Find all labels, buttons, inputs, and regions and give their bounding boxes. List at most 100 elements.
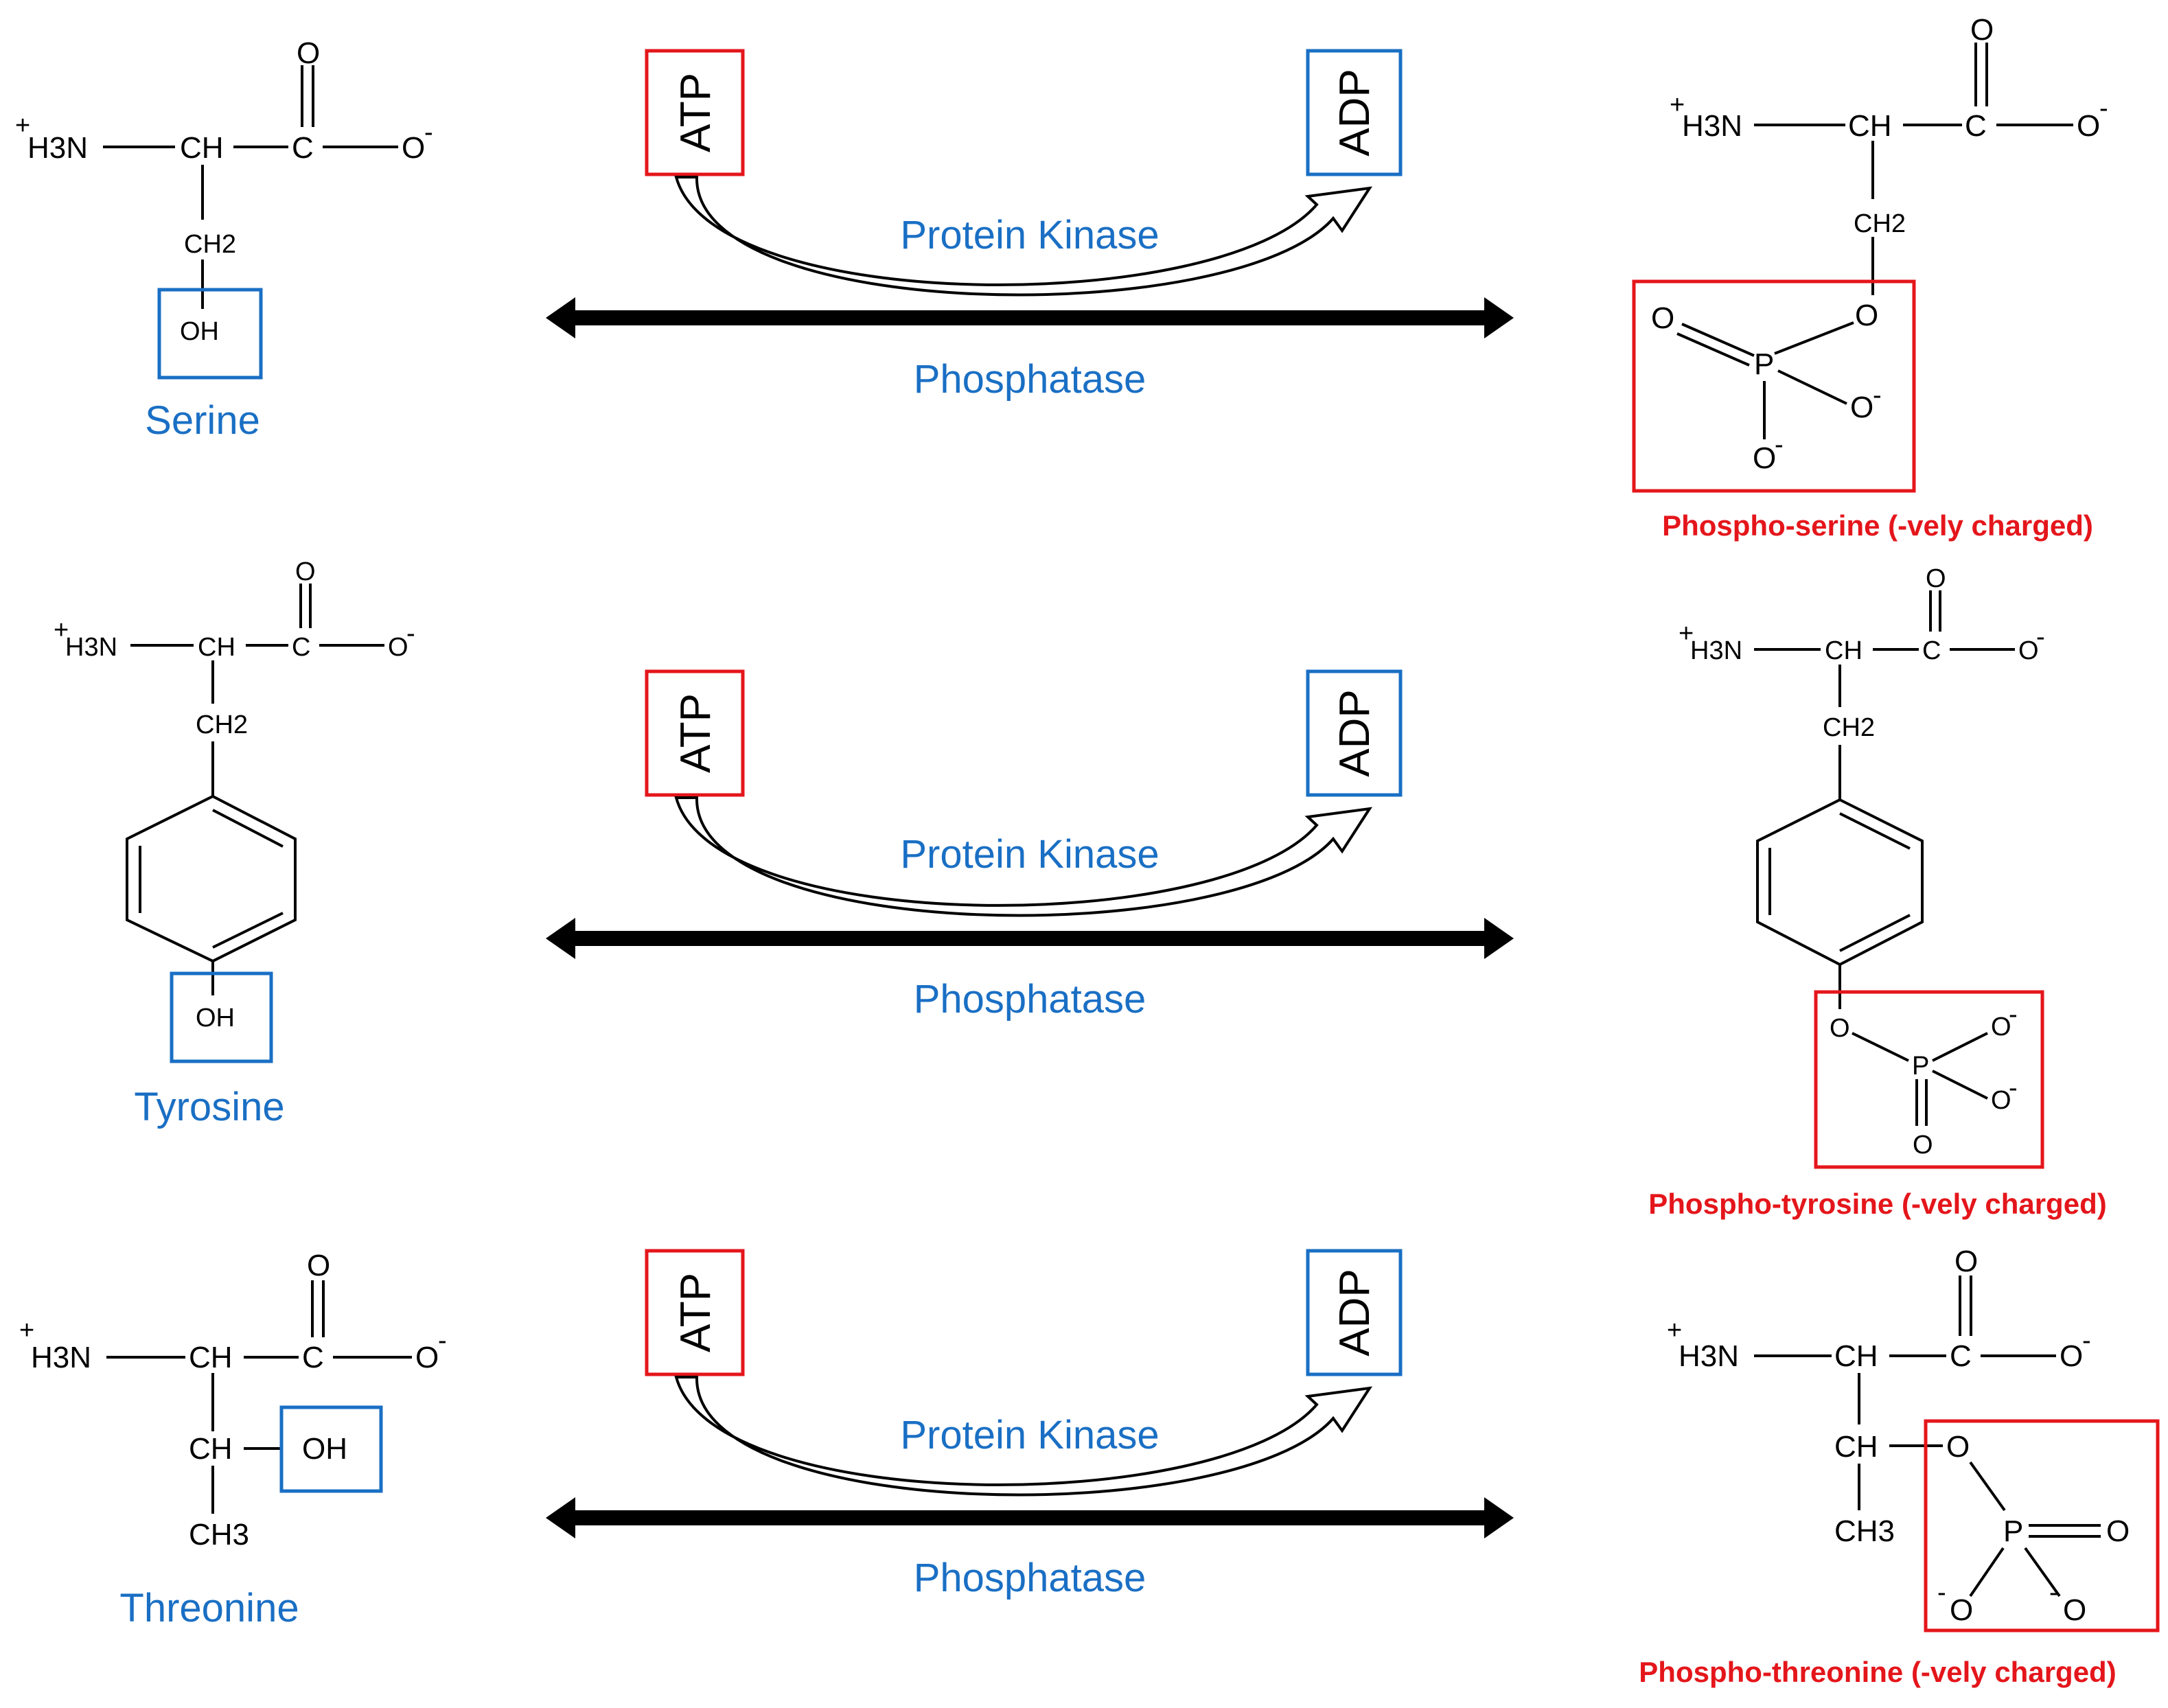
carboxylate-oxygen: O bbox=[2018, 636, 2039, 665]
methylene-group: CH2 bbox=[1823, 713, 1875, 742]
bond bbox=[2024, 1547, 2061, 1597]
amine-plus-sign: + bbox=[19, 1316, 34, 1345]
negative-charge: - bbox=[2099, 94, 2108, 123]
atp-label: ATP bbox=[672, 1273, 719, 1352]
adp-box bbox=[1306, 1249, 1403, 1376]
threonine-structure: + H3N CH C O O - CH OH CH3 bbox=[19, 1249, 447, 1551]
reversible-reaction-arrow bbox=[546, 297, 1514, 338]
carboxylate-oxygen: O bbox=[388, 633, 408, 662]
adp-label: ADP bbox=[1331, 689, 1379, 776]
phosphate-oxygen: O bbox=[1991, 1013, 2011, 1041]
phosphate-highlight-box bbox=[1814, 990, 2044, 1169]
carboxyl-carbon: C bbox=[1950, 1339, 1972, 1373]
forward-enzyme-label: Protein Kinase bbox=[900, 213, 1159, 257]
negative-charge: - bbox=[424, 118, 433, 147]
ring-double-bond bbox=[212, 912, 284, 949]
serine-label: Serine bbox=[145, 398, 260, 443]
atp-label: ATP bbox=[672, 693, 719, 773]
phosphate-highlight-box bbox=[1924, 1419, 2160, 1632]
serine-reaction-row: + H3N CH C O O - CH2 OH Serine ATP ADP P… bbox=[15, 13, 2108, 542]
amine-plus-sign: + bbox=[54, 616, 69, 645]
negative-charge: - bbox=[438, 1326, 447, 1355]
methylene-group: CH2 bbox=[1854, 209, 1906, 238]
phosphate-oxygen: O bbox=[1753, 441, 1776, 475]
hydroxyl-highlight-box bbox=[157, 288, 263, 380]
hydroxyl-highlight-box bbox=[279, 1405, 383, 1493]
ring-double-bond bbox=[1839, 914, 1911, 952]
bond bbox=[1932, 1032, 1988, 1062]
alpha-carbon: CH bbox=[1825, 636, 1863, 665]
adp-label: ADP bbox=[1331, 69, 1379, 156]
bond bbox=[1932, 1070, 1988, 1100]
methyl-group: CH3 bbox=[189, 1518, 249, 1551]
reversible-reaction-arrow bbox=[546, 1497, 1514, 1538]
amine-group: H3N bbox=[1679, 1339, 1739, 1373]
benzene-ring bbox=[126, 794, 297, 963]
ester-oxygen: O bbox=[1830, 1014, 1850, 1043]
phosphoryl-oxygen: O bbox=[2106, 1514, 2130, 1548]
adp-box bbox=[1306, 669, 1403, 797]
carbonyl-oxygen: O bbox=[307, 1249, 330, 1282]
hydroxyl-group: OH bbox=[302, 1432, 347, 1466]
negative-charge: - bbox=[2009, 1074, 2018, 1103]
methylene-group: CH2 bbox=[196, 711, 248, 739]
ring-double-bond bbox=[212, 809, 284, 848]
alpha-carbon: CH bbox=[180, 131, 224, 165]
amine-group: H3N bbox=[65, 633, 117, 662]
carboxyl-carbon: C bbox=[292, 131, 314, 165]
negative-charge: - bbox=[1775, 430, 1784, 459]
amine-group: H3N bbox=[1690, 636, 1742, 665]
negative-charge: - bbox=[2082, 1326, 2091, 1355]
phosphorus-atom: P bbox=[1754, 347, 1774, 381]
phospho-tyrosine-structure: + H3N CH C O O - CH2 O P O - bbox=[1679, 564, 2045, 1169]
hydroxyl-group: OH bbox=[180, 317, 219, 346]
ring-double-bond bbox=[1839, 812, 1911, 850]
negative-charge: - bbox=[406, 619, 415, 648]
bond bbox=[1969, 1461, 2006, 1512]
bond bbox=[1852, 1032, 1909, 1062]
forward-enzyme-label: Protein Kinase bbox=[900, 832, 1159, 877]
adp-label: ADP bbox=[1331, 1269, 1379, 1356]
amine-plus-sign: + bbox=[1667, 1316, 1682, 1345]
bond bbox=[1777, 369, 1847, 405]
carbonyl-oxygen: O bbox=[297, 36, 320, 70]
carboxyl-carbon: C bbox=[292, 633, 310, 662]
ester-oxygen: O bbox=[1946, 1430, 1970, 1464]
hydroxyl-group: OH bbox=[196, 1004, 235, 1032]
double-bond-b bbox=[1676, 332, 1750, 367]
bond bbox=[1774, 321, 1854, 355]
beta-carbon: CH bbox=[1834, 1430, 1878, 1464]
atp-label: ATP bbox=[672, 73, 719, 152]
amine-group: H3N bbox=[31, 1341, 91, 1374]
phospho-serine-label: Phospho-serine (-vely charged) bbox=[1662, 509, 2093, 542]
carboxylate-oxygen: O bbox=[2077, 109, 2100, 143]
carbonyl-oxygen: O bbox=[1970, 13, 1994, 47]
ester-oxygen: O bbox=[1855, 299, 1878, 332]
negative-charge: - bbox=[1937, 1578, 1946, 1607]
phosphoryl-oxygen: O bbox=[1913, 1131, 1933, 1159]
threonine-reaction-row: + H3N CH C O O - CH OH CH3 Threonine ATP… bbox=[19, 1245, 2160, 1688]
hydroxyl-highlight-box bbox=[170, 971, 273, 1063]
phosphate-highlight-box bbox=[1632, 279, 1916, 493]
phospho-threonine-label: Phospho-threonine (-vely charged) bbox=[1639, 1656, 2116, 1688]
carbonyl-oxygen: O bbox=[295, 557, 316, 586]
atp-box bbox=[645, 49, 745, 176]
atp-box bbox=[645, 669, 745, 797]
atp-box bbox=[645, 1249, 745, 1376]
reverse-enzyme-label: Phosphatase bbox=[914, 1556, 1146, 1600]
phosphorus-atom: P bbox=[1912, 1052, 1929, 1081]
carboxylate-oxygen: O bbox=[415, 1341, 439, 1374]
amine-group: H3N bbox=[27, 131, 88, 165]
alpha-carbon: CH bbox=[198, 633, 235, 662]
threonine-label: Threonine bbox=[119, 1586, 299, 1630]
amine-group: H3N bbox=[1682, 109, 1742, 143]
negative-charge: - bbox=[2036, 623, 2045, 651]
beta-carbon: CH bbox=[189, 1432, 233, 1466]
alpha-carbon: CH bbox=[1848, 109, 1892, 143]
atp-to-adp-curved-arrow bbox=[674, 796, 1373, 917]
negative-charge: - bbox=[2049, 1578, 2058, 1607]
bond bbox=[1969, 1547, 2005, 1597]
benzene-ring bbox=[1756, 798, 1924, 967]
reverse-enzyme-label: Phosphatase bbox=[914, 357, 1146, 402]
